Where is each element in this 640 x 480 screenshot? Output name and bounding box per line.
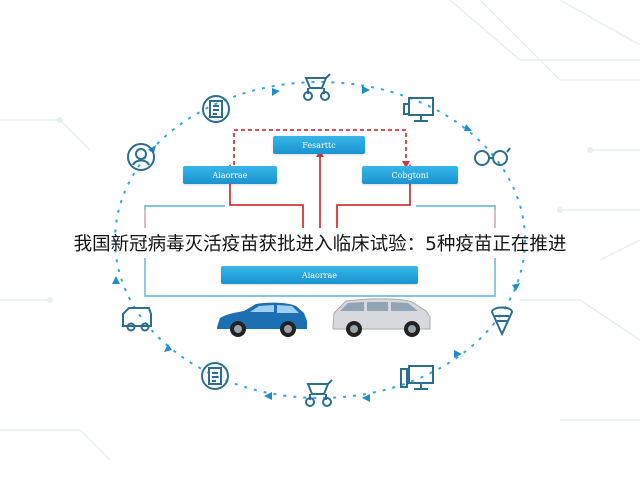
eye-icon [474,147,511,166]
headline-text: 我国新冠病毒灭活疫苗获批进入临床试验：5种疫苗正在推进 [73,234,567,255]
stroller-icon [303,73,331,101]
right-box: Cobgtoni [362,166,458,184]
left-box: Aiaorrae [183,166,277,184]
van-car-image [332,298,431,337]
ring-arrow [362,86,370,94]
ring-arrow [272,88,280,96]
camera-icon [122,307,152,332]
monitor-icon [400,365,434,390]
person-icon [127,143,155,171]
ring-arrow [264,392,272,400]
document-icon [201,362,229,390]
ring-arrow [362,394,370,402]
ring-arrow [112,276,120,284]
ring-arrow [454,350,462,358]
ring-arrow [512,283,520,291]
ring-arrow [164,344,172,352]
suv-car-image [217,302,307,337]
top-box: Fesarttc [273,136,365,154]
monitor-icon [403,97,434,122]
ice-cream-icon [490,306,514,336]
stroller-icon [305,379,333,407]
ring-arrow [464,124,472,131]
document-icon [202,95,230,123]
bottom-box: Aiaorrae [221,266,418,284]
